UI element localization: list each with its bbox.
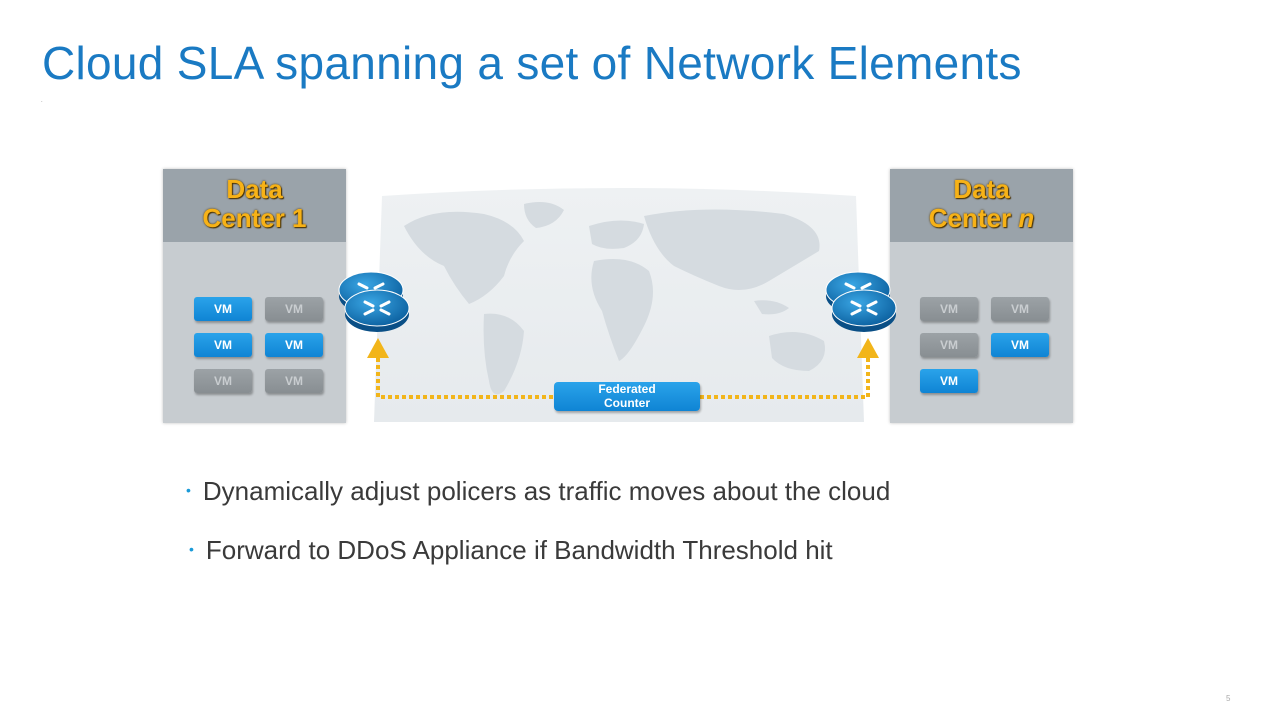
federated-counter-line1: Federated: [598, 382, 656, 396]
vm-box[interactable]: VM: [991, 333, 1049, 357]
path-right: [700, 358, 870, 399]
vm-box[interactable]: VM: [194, 297, 252, 321]
data-center-1-title-line1: Data: [226, 174, 283, 204]
vm-box[interactable]: VM: [265, 333, 323, 357]
vm-box[interactable]: VM: [194, 369, 252, 393]
data-center-1-title-line2: Center 1: [202, 203, 307, 233]
federated-counter-line2: Counter: [604, 396, 650, 410]
vm-box[interactable]: VM: [920, 369, 978, 393]
federated-counter-box[interactable]: Federated Counter: [554, 382, 700, 411]
bullet-item: • Dynamically adjust policers as traffic …: [186, 476, 890, 507]
bullet-dot-icon: •: [189, 541, 194, 557]
bullet-item: • Forward to DDoS Appliance if Bandwidth …: [189, 535, 833, 566]
data-center-n-title: Data Center n: [890, 175, 1073, 233]
page-number: 5: [1226, 694, 1231, 703]
vm-box[interactable]: VM: [265, 369, 323, 393]
bullet-dot-icon: •: [186, 482, 191, 498]
world-map-icon: [374, 188, 864, 422]
router-icon[interactable]: [335, 270, 415, 350]
router-icon[interactable]: [822, 270, 902, 350]
data-center-1-title: Data Center 1: [163, 175, 346, 233]
path-left: [376, 358, 554, 399]
subtitle-mark: .: [41, 98, 43, 104]
data-center-n-title-italic: n: [1018, 203, 1035, 233]
vm-box[interactable]: VM: [920, 333, 978, 357]
data-center-n-title-line2: Center: [928, 203, 1019, 233]
vm-box[interactable]: VM: [920, 297, 978, 321]
data-center-n-title-line1: Data: [953, 174, 1010, 204]
arrow-up-icon: [857, 338, 879, 358]
vm-box[interactable]: VM: [194, 333, 252, 357]
bullet-text: Dynamically adjust policers as traffic m…: [202, 476, 891, 506]
data-center-n-header: Data Center n: [890, 169, 1073, 242]
vm-box[interactable]: VM: [991, 297, 1049, 321]
arrow-up-icon: [367, 338, 389, 358]
slide-title: Cloud SLA spanning a set of Network Elem…: [42, 37, 1022, 89]
data-center-1-header: Data Center 1: [163, 169, 346, 242]
bullet-text: Forward to DDoS Appliance if Bandwidth T…: [205, 535, 833, 565]
vm-box[interactable]: VM: [265, 297, 323, 321]
